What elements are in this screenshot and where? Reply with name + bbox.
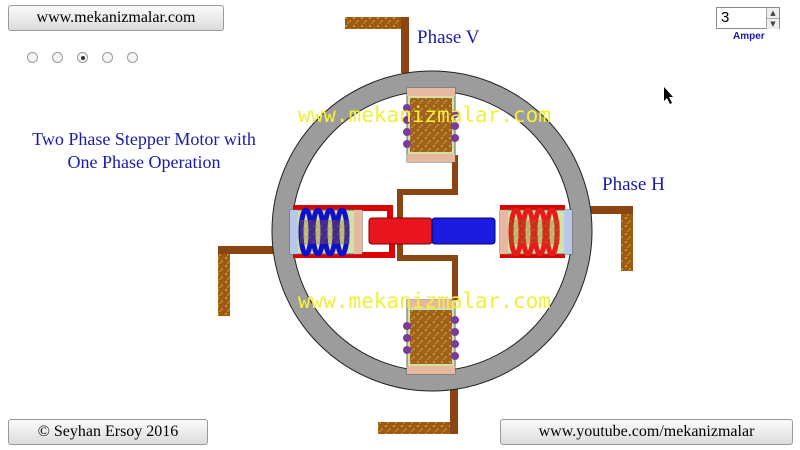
stator-ring — [272, 71, 592, 391]
mode-radio-1[interactable] — [27, 52, 38, 63]
terminal-wires — [218, 17, 633, 434]
current-stepper[interactable]: 3 ▲ ▼ — [716, 7, 780, 29]
title-line-2: One Phase Operation — [67, 152, 221, 172]
current-unit-label: Amper — [733, 31, 765, 42]
mode-radio-3[interactable] — [77, 52, 88, 63]
internal-wiring — [293, 155, 565, 300]
coil-top — [403, 87, 459, 163]
coil-right — [499, 207, 573, 257]
increment-arrow-icon[interactable]: ▲ — [766, 8, 779, 18]
phase-h-label: Phase H — [602, 174, 665, 195]
website-link-button[interactable]: www.mekanizmalar.com — [8, 5, 224, 31]
current-value[interactable]: 3 — [721, 9, 730, 26]
mode-radio-5[interactable] — [127, 52, 138, 63]
title-line-1: Two Phase Stepper Motor with — [32, 129, 256, 149]
mode-radio-4[interactable] — [102, 52, 113, 63]
mode-radio-group — [27, 52, 138, 63]
decrement-arrow-icon[interactable]: ▼ — [766, 18, 779, 29]
rotor-south-pole — [431, 217, 496, 245]
coil-left — [289, 207, 363, 257]
youtube-link-button[interactable]: www.youtube.com/mekanizmalar — [500, 419, 793, 445]
rotor-magnet — [368, 217, 496, 245]
watermark-top: www.mekanizmalar.com — [298, 103, 551, 127]
rotor-north-pole — [368, 217, 433, 245]
watermark-bottom: www.mekanizmalar.com — [298, 289, 551, 313]
coil-bottom — [403, 299, 459, 375]
copyright-button[interactable]: © Seyhan Ersoy 2016 — [8, 419, 208, 445]
mode-radio-2[interactable] — [52, 52, 63, 63]
mouse-cursor-icon — [664, 87, 673, 104]
diagram-title: Two Phase Stepper Motor with One Phase O… — [0, 128, 288, 174]
phase-v-label: Phase V — [417, 27, 480, 48]
